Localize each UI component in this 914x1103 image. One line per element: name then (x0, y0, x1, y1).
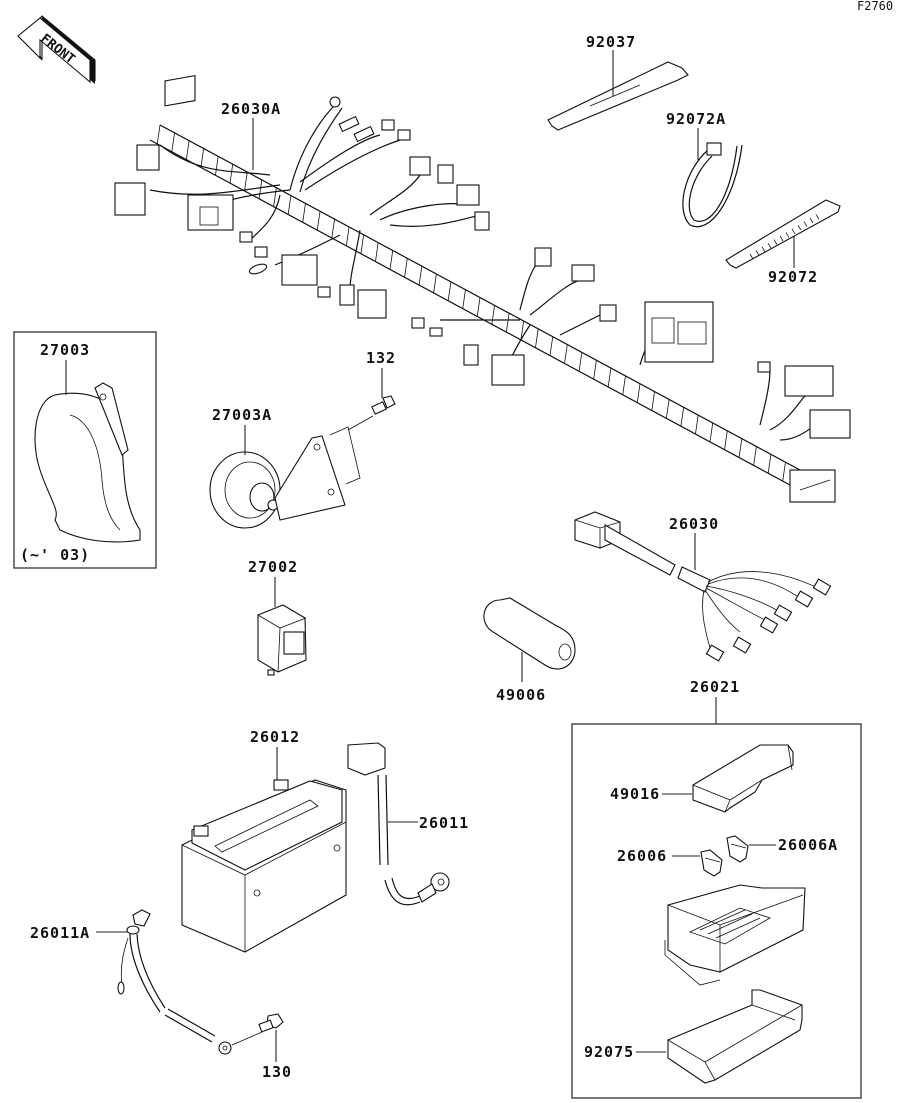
label-92072: 92072 (768, 268, 818, 286)
label-27003: 27003 (40, 341, 90, 359)
horn-27003-frame (13, 331, 157, 569)
battery-26012[interactable] (181, 779, 347, 953)
lead-26011[interactable] (347, 742, 450, 906)
lead-26011A[interactable] (117, 909, 232, 1055)
bolt-130[interactable] (231, 1013, 284, 1046)
bolt-132[interactable] (347, 395, 396, 431)
label-26006A: 26006A (778, 836, 838, 854)
label-27003A: 27003A (212, 406, 272, 424)
label-26011A: 26011A (30, 924, 90, 942)
band-92072[interactable] (725, 199, 841, 269)
label-26006: 26006 (617, 847, 667, 865)
label-49016: 49016 (610, 785, 660, 803)
cap-49006[interactable] (483, 597, 576, 670)
label-26011: 26011 (419, 814, 469, 832)
fuse-box-body[interactable] (664, 884, 806, 986)
label-27003-note: (~' 03) (20, 546, 90, 564)
clamp-92072A[interactable] (682, 142, 743, 228)
fuse-26006[interactable] (700, 849, 723, 877)
horn-27003A[interactable] (209, 426, 361, 529)
relay-27002[interactable] (257, 604, 307, 676)
label-26030: 26030 (669, 515, 719, 533)
sub-harness-26030[interactable] (574, 511, 832, 662)
label-92075: 92075 (584, 1043, 634, 1061)
main-wiring-harness[interactable] (114, 74, 851, 503)
label-92037: 92037 (586, 33, 636, 51)
label-27002: 27002 (248, 558, 298, 576)
label-92072A: 92072A (666, 110, 726, 128)
figure-id: F2760 (857, 0, 893, 13)
label-132: 132 (366, 349, 396, 367)
front-arrow-icon: FRONT (17, 15, 96, 84)
label-26030A: 26030A (221, 100, 281, 118)
label-49006: 49006 (496, 686, 546, 704)
label-26012: 26012 (250, 728, 300, 746)
horn-27003[interactable] (34, 382, 141, 543)
fuse-box-case-92075[interactable] (667, 989, 803, 1084)
fuse-box-cover-49016[interactable] (692, 744, 794, 813)
label-130: 130 (262, 1063, 292, 1081)
fuse-26006A[interactable] (726, 835, 749, 863)
fuse-box-assy-frame (571, 723, 862, 1099)
band-92037[interactable] (547, 61, 689, 131)
label-26021: 26021 (690, 678, 740, 696)
